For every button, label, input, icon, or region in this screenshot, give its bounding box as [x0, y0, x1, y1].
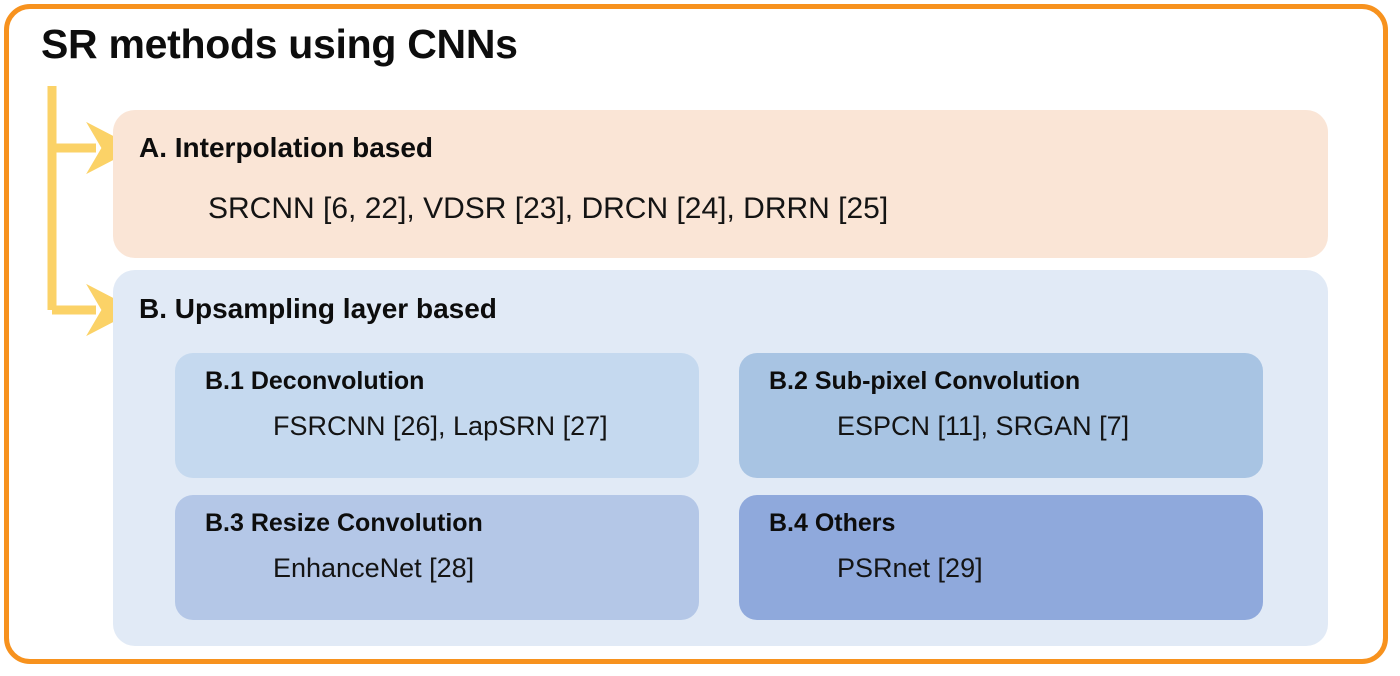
subcategory-b4-box: B.4 Others PSRnet [29] — [739, 495, 1263, 620]
category-a-heading: A. Interpolation based — [139, 132, 434, 163]
subcategory-b4-items: PSRnet [29] — [837, 553, 983, 583]
category-b-heading: B. Upsampling layer based — [139, 293, 497, 324]
diagram-outer-frame — [4, 4, 1388, 664]
subcategory-b3-box: B.3 Resize Convolution EnhanceNet [28] — [175, 495, 699, 620]
subcategory-b2-box: B.2 Sub-pixel Convolution ESPCN [11], SR… — [739, 353, 1263, 478]
category-a-box — [113, 110, 1328, 258]
subcategory-b2-heading: B.2 Sub-pixel Convolution — [769, 367, 1081, 395]
page-title: SR methods using CNNs — [41, 21, 518, 67]
category-a-items: SRCNN [6, 22], VDSR [23], DRCN [24], DRR… — [208, 192, 889, 225]
subcategory-b4-heading: B.4 Others — [769, 509, 896, 537]
subcategory-b3-heading: B.3 Resize Convolution — [205, 509, 483, 537]
subcategory-b1-heading: B.1 Deconvolution — [205, 367, 425, 395]
subcategory-b2-items: ESPCN [11], SRGAN [7] — [837, 411, 1130, 441]
subcategory-b1-box: B.1 Deconvolution FSRCNN [26], LapSRN [2… — [175, 353, 699, 478]
subcategory-b1-items: FSRCNN [26], LapSRN [27] — [273, 411, 608, 441]
subcategory-b3-items: EnhanceNet [28] — [273, 553, 475, 583]
